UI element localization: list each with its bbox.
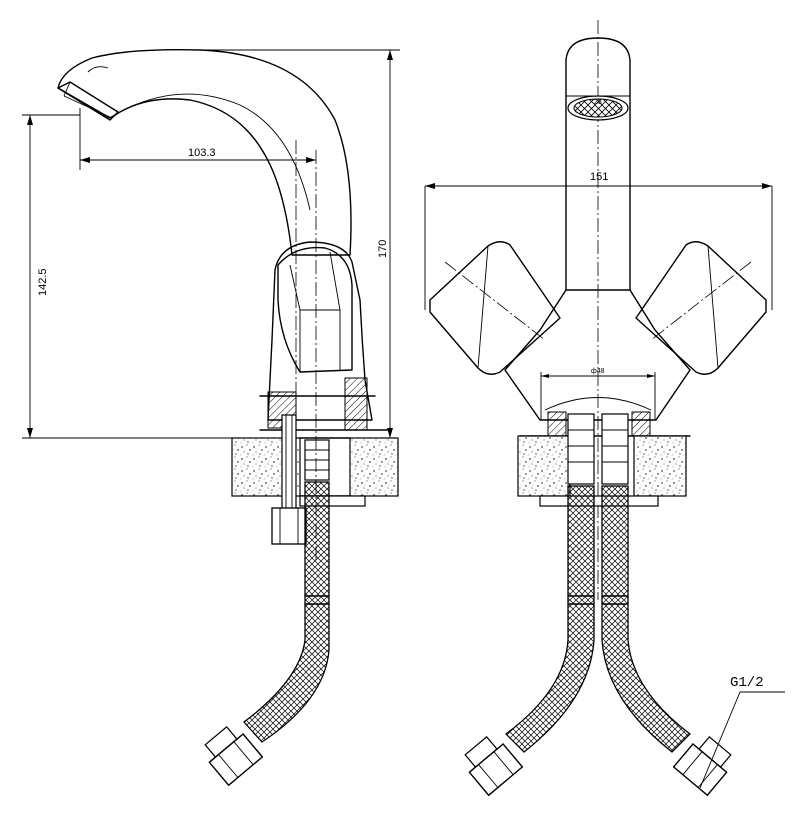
hose-fittings-front [567,413,629,485]
handle-span-label: 151 [590,171,608,183]
front-view: 28 151 [424,20,785,797]
thread-label: G1/2 [730,675,764,691]
total-height-label: 170 [377,240,389,258]
left-handle [429,241,561,375]
countertop-front-right [633,435,687,497]
lever-handle [277,246,353,373]
dimension-handle-span: 151 [424,171,773,310]
side-view: 103.3 142.5 170 [22,48,400,787]
base-diameter-label: ф48 [591,368,605,375]
braided-hose-side [243,481,330,743]
spout-highlight [87,66,109,73]
braided-hose-front-left [505,485,595,753]
dimension-spout-reach: 103.3 [79,108,316,170]
countertop-front-left [517,435,571,497]
faucet-body [267,241,373,421]
outlet-height-label: 142.5 [37,268,49,296]
dimension-outlet-height: 142.5 [22,114,232,439]
braided-hose-front-right [601,485,691,753]
countertop-left-b [349,437,399,497]
aerator-front: 28 [567,95,629,121]
spout-front [565,37,631,291]
thread-callout: G1/2 [699,675,785,789]
mounting-rod [281,414,297,516]
spout-reach-label: 103.3 [188,147,216,159]
aerator-side [57,81,119,121]
hose-end-nut-side [204,726,264,787]
aerator-label: 28 [594,99,602,106]
spout-outline [57,48,352,256]
mounting-nut [271,507,307,545]
right-handle [635,241,767,375]
dimension-base-diameter: ф48 [540,368,656,420]
dimension-total-height: 170 [200,49,400,438]
hose-end-nut-front-left [464,736,524,797]
body-section-hatch [344,377,368,431]
body-front [504,289,691,421]
